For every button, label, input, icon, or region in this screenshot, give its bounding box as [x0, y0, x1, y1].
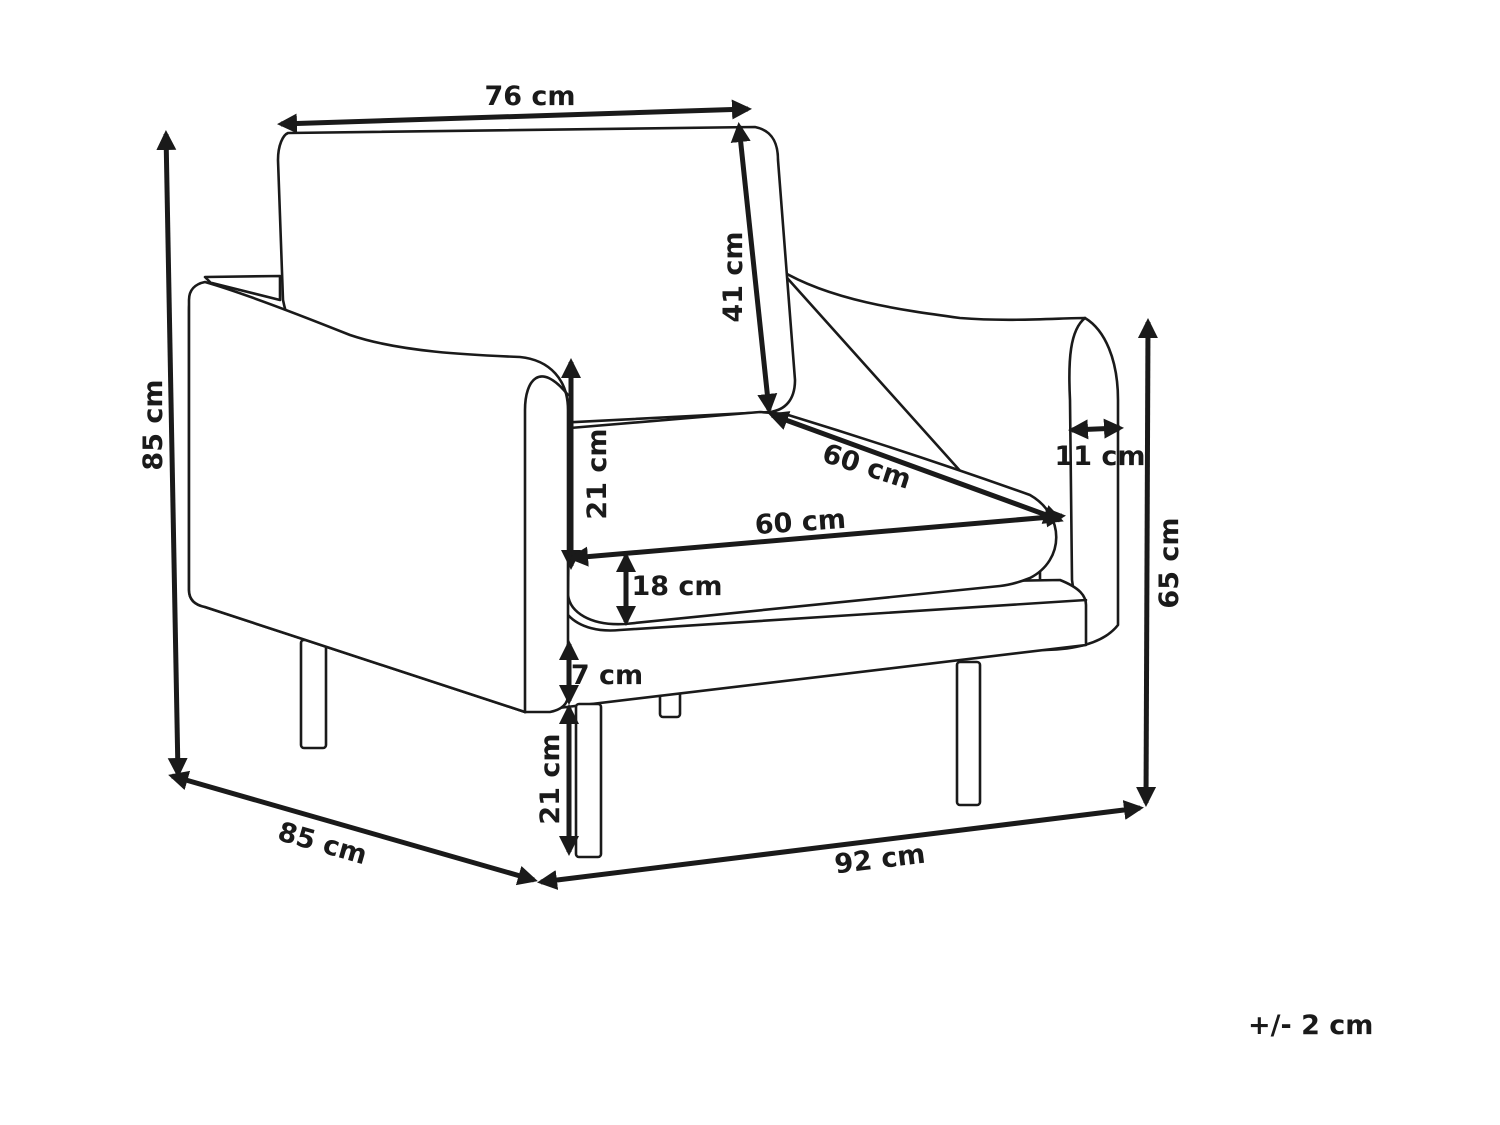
armrest-width-arrow — [1068, 418, 1124, 440]
back-height-arrow — [730, 122, 778, 414]
right-armrest — [778, 268, 1120, 652]
seat-base-top-edge — [566, 598, 1088, 632]
arm-height-arrow — [1136, 318, 1158, 807]
seat-depth-arrow — [768, 411, 1064, 524]
depth-label: 85 cm — [274, 816, 370, 871]
front-right-leg — [955, 660, 982, 807]
width-arrow — [537, 800, 1144, 890]
seat-width-label: 60 cm — [754, 504, 847, 541]
depth-arrow — [168, 770, 538, 886]
armrest-width-label: 11 cm — [1054, 441, 1145, 472]
left-armrest-front-curve — [523, 375, 570, 714]
back-left-leg — [299, 638, 328, 750]
total-height-label: 85 cm — [138, 379, 169, 470]
base-thickness-label: 7 cm — [571, 660, 643, 691]
back-height-label: 41 cm — [718, 231, 749, 322]
total-height-arrow — [156, 130, 188, 778]
back-width-arrow — [277, 99, 752, 134]
dimension-arrows — [156, 99, 1158, 890]
armrest-height-label: 21 cm — [582, 428, 613, 519]
armchair-drawing — [187, 125, 1120, 859]
leg-height-label: 21 cm — [535, 733, 566, 824]
cushion-thickness-label: 18 cm — [631, 571, 722, 602]
arm-height-label: 65 cm — [1154, 517, 1185, 608]
tolerance-note: +/- 2 cm — [1248, 1010, 1374, 1041]
back-width-label: 76 cm — [484, 81, 575, 112]
front-center-leg — [574, 702, 603, 859]
seat-width-arrow — [568, 507, 1066, 567]
